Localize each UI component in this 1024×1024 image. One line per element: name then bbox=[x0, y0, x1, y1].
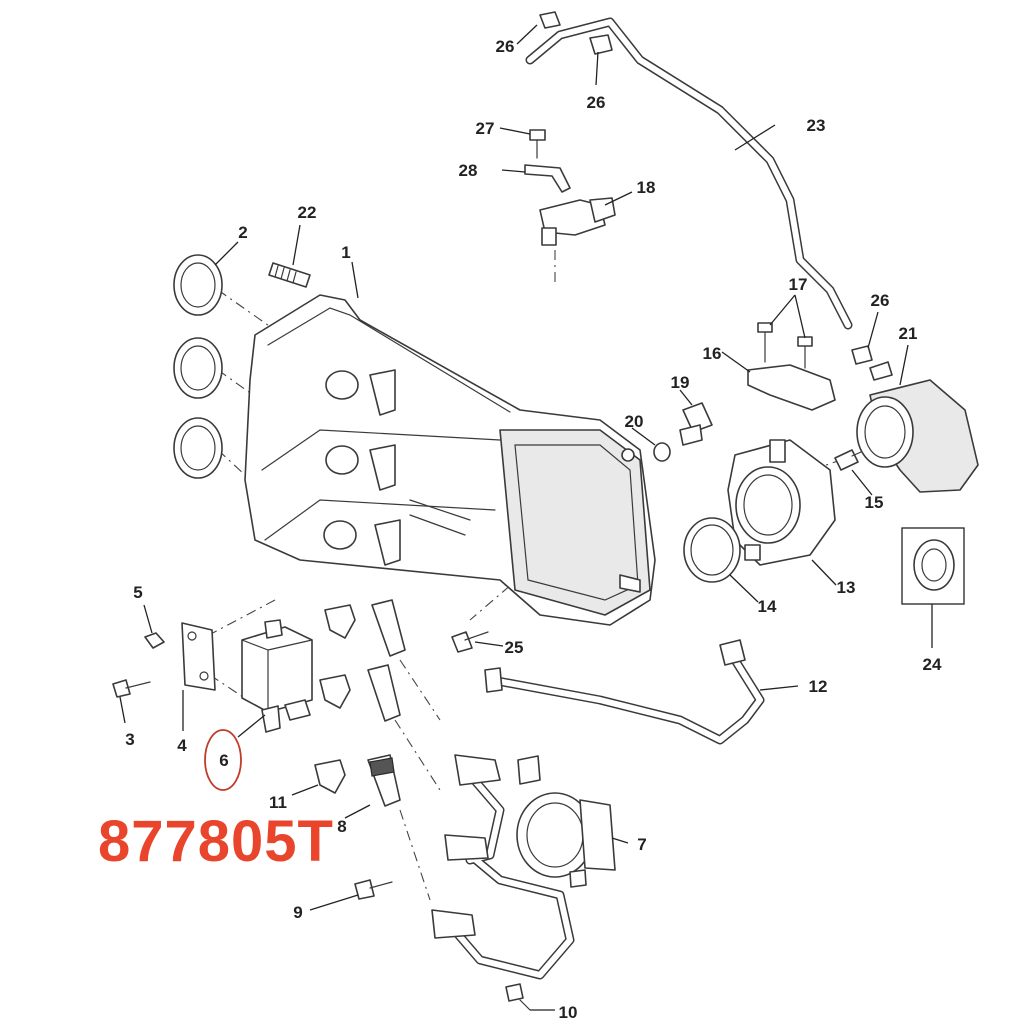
callout-26-right: 26 bbox=[871, 291, 890, 310]
callout-13: 13 bbox=[837, 578, 856, 597]
callout-4: 4 bbox=[177, 736, 187, 755]
throttle-bracket bbox=[747, 322, 836, 411]
callout-labels: 1 2 3 4 5 6 7 8 9 10 11 12 13 14 15 16 1… bbox=[125, 37, 942, 1022]
highlight-circle-item-6 bbox=[204, 729, 242, 791]
callout-21: 21 bbox=[899, 324, 918, 343]
callout-20: 20 bbox=[625, 412, 644, 431]
callout-1: 1 bbox=[341, 243, 350, 262]
callout-18: 18 bbox=[637, 178, 656, 197]
callout-6: 6 bbox=[219, 751, 228, 770]
boxed-cap bbox=[901, 527, 965, 605]
callout-19: 19 bbox=[671, 373, 690, 392]
callout-22: 22 bbox=[298, 203, 317, 222]
throttle-body-gasket bbox=[683, 517, 741, 583]
callout-26-top-right: 26 bbox=[587, 93, 606, 112]
callout-2: 2 bbox=[238, 223, 247, 242]
callout-9: 9 bbox=[293, 903, 302, 922]
rail-bolts bbox=[354, 879, 531, 1011]
callout-11: 11 bbox=[269, 793, 287, 812]
callout-12: 12 bbox=[809, 677, 828, 696]
callout-28: 28 bbox=[459, 161, 478, 180]
callout-7: 7 bbox=[637, 835, 646, 854]
solenoid-valve bbox=[241, 619, 313, 733]
temperature-sensor bbox=[653, 402, 713, 462]
callout-5: 5 bbox=[133, 583, 142, 602]
callout-8: 8 bbox=[337, 817, 346, 836]
injector-clips bbox=[314, 604, 356, 794]
callout-24: 24 bbox=[923, 655, 942, 674]
intake-gaskets bbox=[173, 254, 223, 479]
part-number-label: 877805T bbox=[98, 809, 334, 874]
callout-26-top-left: 26 bbox=[496, 37, 515, 56]
vent-hose bbox=[525, 11, 873, 365]
leader-lines bbox=[119, 24, 933, 1011]
callout-27: 27 bbox=[476, 119, 495, 138]
callout-3: 3 bbox=[125, 730, 134, 749]
air-intake-elbow bbox=[856, 361, 979, 493]
manifold-bolt bbox=[451, 631, 489, 653]
callout-14: 14 bbox=[758, 597, 777, 616]
callout-10: 10 bbox=[559, 1003, 578, 1022]
solenoid-bracket bbox=[112, 622, 216, 698]
fuel-rail-assembly bbox=[431, 754, 616, 980]
upper-sensor-group bbox=[524, 129, 616, 246]
callout-17: 17 bbox=[789, 275, 808, 294]
callout-16: 16 bbox=[703, 344, 722, 363]
callout-25: 25 bbox=[505, 638, 524, 657]
fuel-injectors bbox=[367, 599, 406, 807]
stud bbox=[268, 262, 311, 288]
callout-15: 15 bbox=[865, 493, 884, 512]
throttle-body bbox=[727, 439, 836, 566]
intake-manifold bbox=[244, 294, 656, 626]
fuel-line bbox=[484, 639, 765, 745]
callout-23: 23 bbox=[807, 116, 826, 135]
